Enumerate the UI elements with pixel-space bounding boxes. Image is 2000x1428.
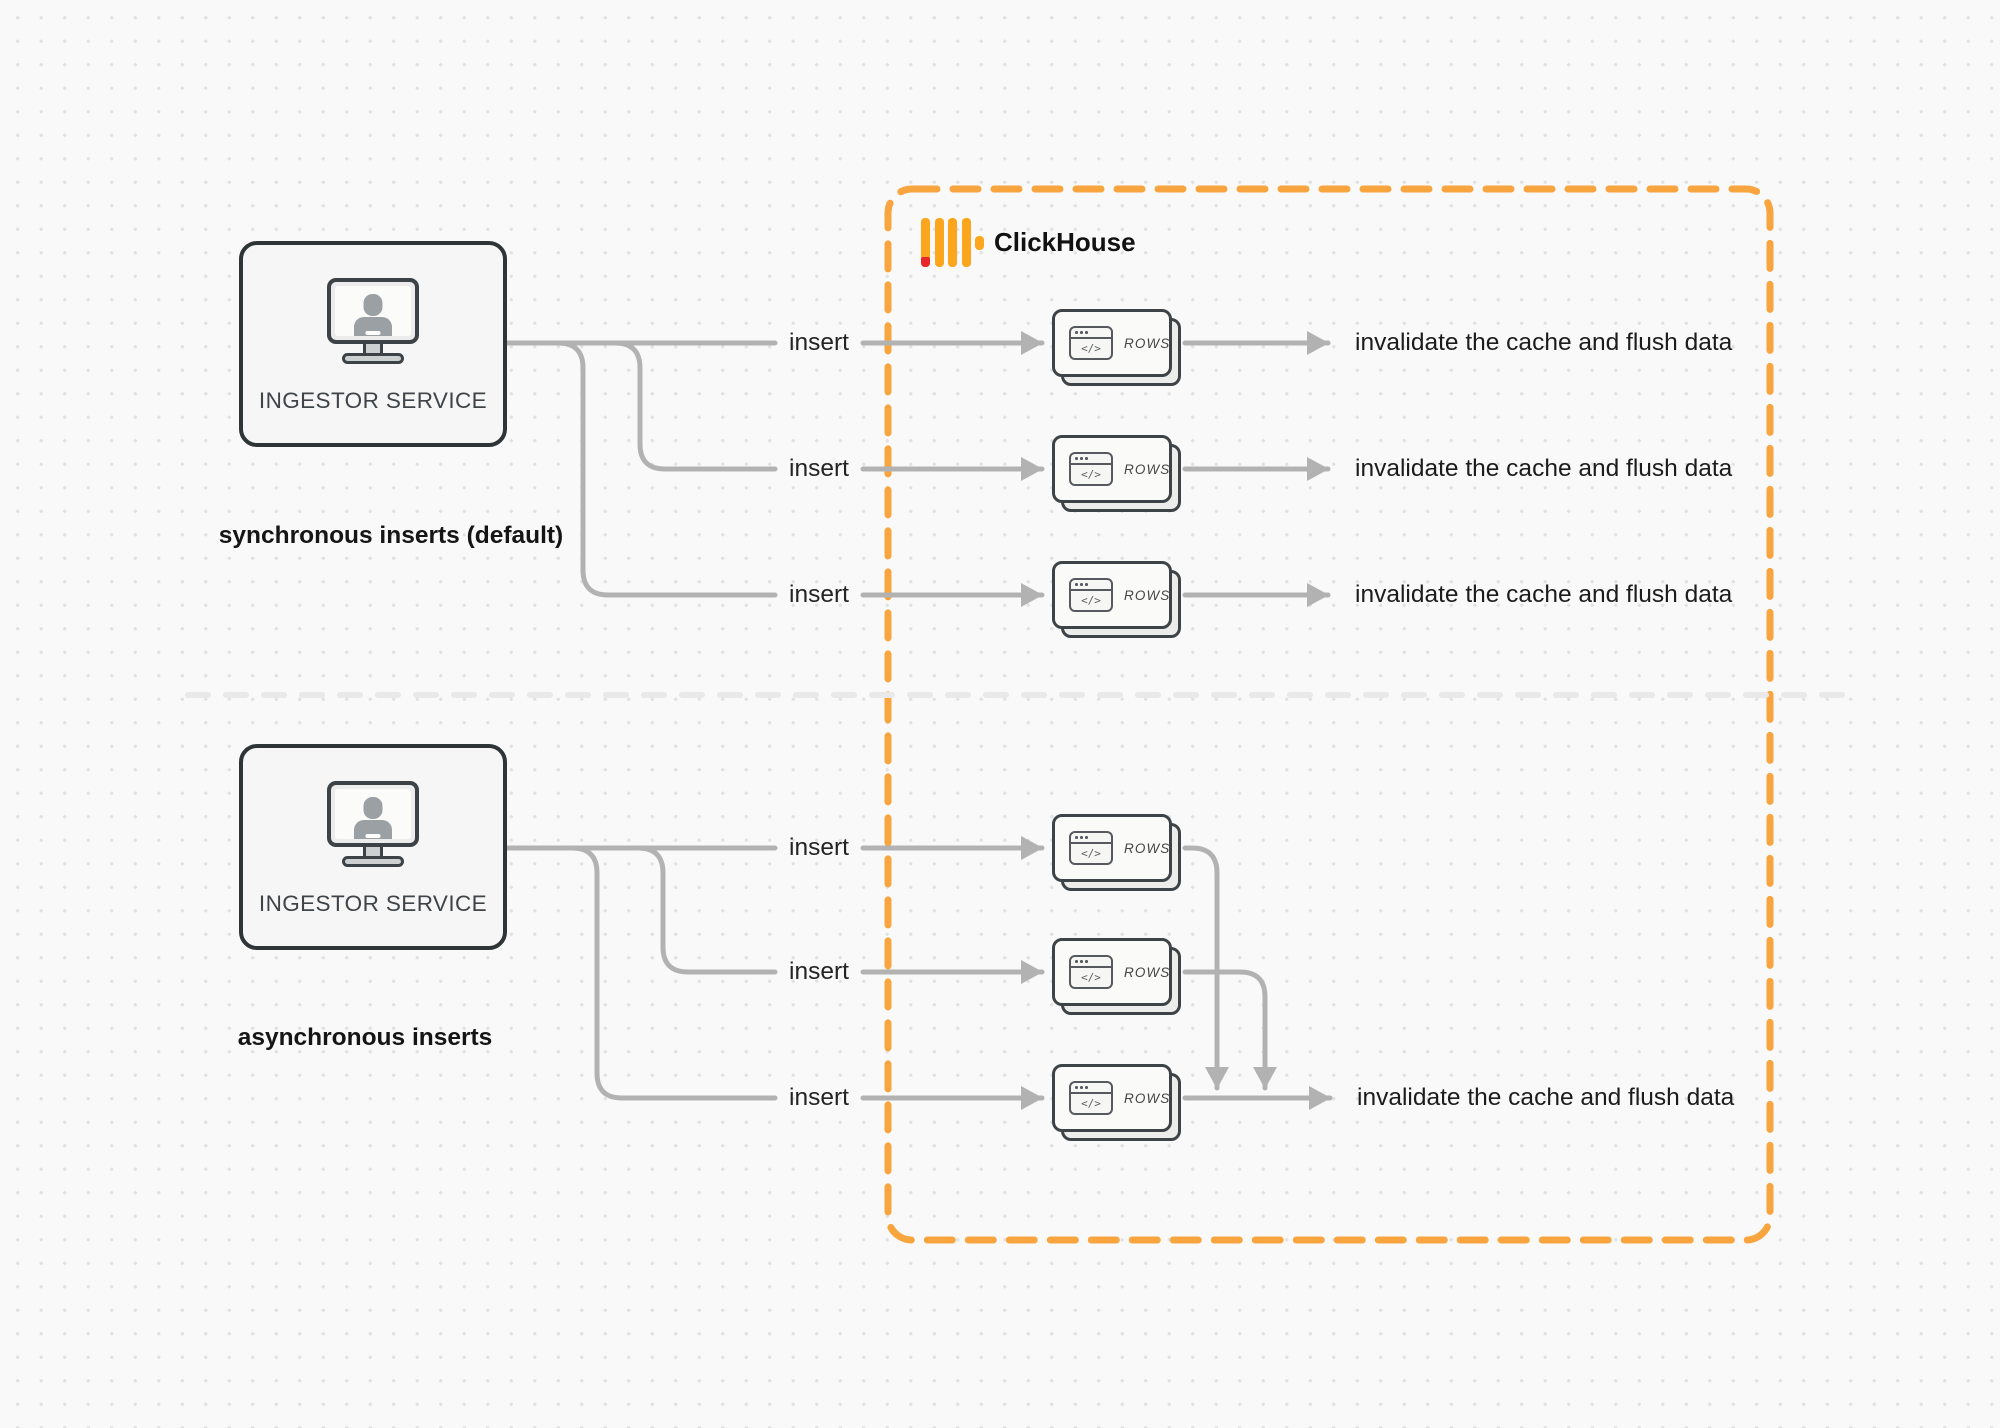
card-face: </> ROWS [1052,814,1172,882]
service-label: INGESTOR SERVICE [258,388,488,413]
code-window-icon: </> [1069,578,1113,612]
clickhouse-container-border [884,185,1774,1244]
code-window-icon: </> [1069,326,1113,360]
rows-card: </> ROWS [1052,435,1181,512]
result-label: invalidate the cache and flush data [1355,581,1733,608]
card-face: </> ROWS [1052,1064,1172,1132]
card-face: </> ROWS [1052,938,1172,1006]
code-window-icon: </> [1069,452,1113,486]
async-connectors [504,836,1333,1110]
clickhouse-title: ClickHouse [994,227,1136,257]
card-face: </> ROWS [1052,561,1172,629]
service-label: INGESTOR SERVICE [258,891,488,916]
sync-section-caption: synchronous inserts (default) [218,522,564,549]
rows-label: ROWS [1124,335,1171,351]
result-label: invalidate the cache and flush data [1355,329,1733,356]
clickhouse-bars-logo-icon [921,218,984,267]
rows-label: ROWS [1124,1090,1171,1106]
user-monitor-icon [327,781,419,867]
insert-label: insert [789,455,849,482]
rows-card: </> ROWS [1052,309,1181,386]
result-label: invalidate the cache and flush data [1355,455,1733,482]
rows-card: </> ROWS [1052,1064,1181,1141]
async-section-caption: asynchronous inserts [237,1024,493,1051]
rows-card: </> ROWS [1052,938,1181,1015]
clickhouse-header: ClickHouse [921,218,1136,267]
card-face: </> ROWS [1052,309,1172,377]
ingestor-service-box-sync: INGESTOR SERVICE [239,241,507,447]
insert-label: insert [789,1084,849,1111]
insert-label: insert [789,958,849,985]
sync-connectors [504,331,1331,607]
rows-label: ROWS [1124,461,1171,477]
rows-label: ROWS [1124,587,1171,603]
rows-card: </> ROWS [1052,814,1181,891]
insert-label: insert [789,834,849,861]
result-label: invalidate the cache and flush data [1357,1084,1735,1111]
insert-label: insert [789,581,849,608]
code-window-icon: </> [1069,955,1113,989]
rows-label: ROWS [1124,840,1171,856]
ingestor-service-box-async: INGESTOR SERVICE [239,744,507,950]
code-window-icon: </> [1069,831,1113,865]
card-face: </> ROWS [1052,435,1172,503]
rows-label: ROWS [1124,964,1171,980]
code-window-icon: </> [1069,1081,1113,1115]
user-monitor-icon [327,278,419,364]
rows-card: </> ROWS [1052,561,1181,638]
insert-label: insert [789,329,849,356]
